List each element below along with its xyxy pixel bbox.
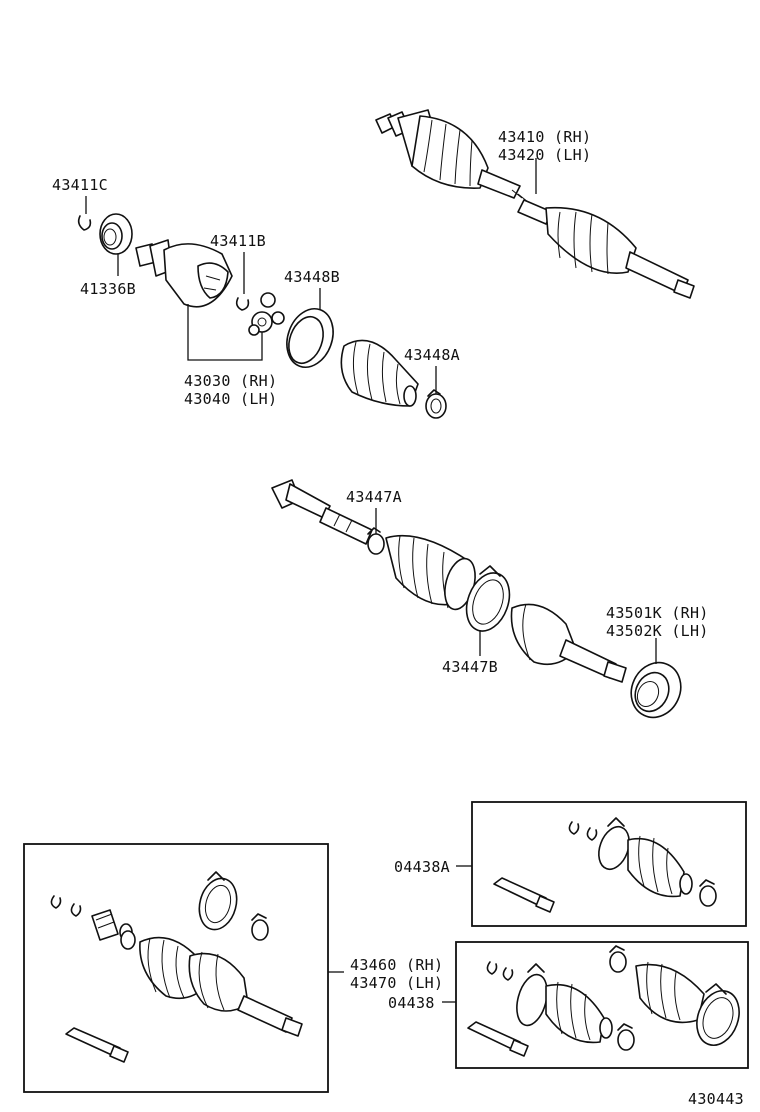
label-04438: 04438 — [388, 994, 435, 1012]
label-43447A: 43447A — [346, 488, 402, 506]
label-43411B: 43411B — [210, 232, 266, 250]
label-41336B: 41336B — [80, 280, 136, 298]
label-43411C: 43411C — [52, 176, 108, 194]
label-43470: 43470 (LH) — [350, 974, 443, 992]
figure-code: 430443 — [688, 1090, 744, 1108]
label-43420: 43420 (LH) — [498, 146, 591, 164]
kit-box-04438 — [455, 941, 749, 1069]
label-43501K: 43501K (RH) — [606, 604, 709, 622]
label-04438A: 04438A — [394, 858, 450, 876]
kit-04438-parts — [467, 945, 740, 1057]
label-43410: 43410 (RH) — [498, 128, 591, 146]
label-43448B: 43448B — [284, 268, 340, 286]
boot-clamp-43447B — [465, 565, 511, 632]
kit-43460-parts — [50, 871, 303, 1063]
kit-04438A-parts — [493, 817, 717, 913]
label-43447B: 43447B — [442, 658, 498, 676]
inner-boot — [340, 339, 419, 407]
outer-shaft-assembly — [271, 479, 373, 545]
boot-clamp-43447A — [367, 527, 385, 555]
dust-deflector-43501K — [630, 661, 682, 719]
label-43448A: 43448A — [404, 346, 460, 364]
drive-shaft-assembly-top — [375, 109, 695, 299]
tripod-joint — [248, 292, 285, 336]
dust-deflector-41336B — [99, 213, 133, 255]
outer-boot — [385, 534, 476, 611]
kit-box-04438A — [471, 801, 747, 927]
label-43460: 43460 (RH) — [350, 956, 443, 974]
snap-ring-43411B — [235, 297, 250, 311]
inboard-joint-tulip-43030 — [135, 239, 233, 308]
kit-box-43460 — [23, 843, 329, 1093]
boot-clamp-43448A — [425, 389, 447, 419]
boot-clamp-43448B — [286, 308, 334, 368]
snap-ring-43411C — [77, 215, 92, 231]
label-43030: 43030 (RH) — [184, 372, 277, 390]
label-43040: 43040 (LH) — [184, 390, 277, 408]
outboard-joint-housing — [510, 603, 627, 683]
label-43502K: 43502K (LH) — [606, 622, 709, 640]
